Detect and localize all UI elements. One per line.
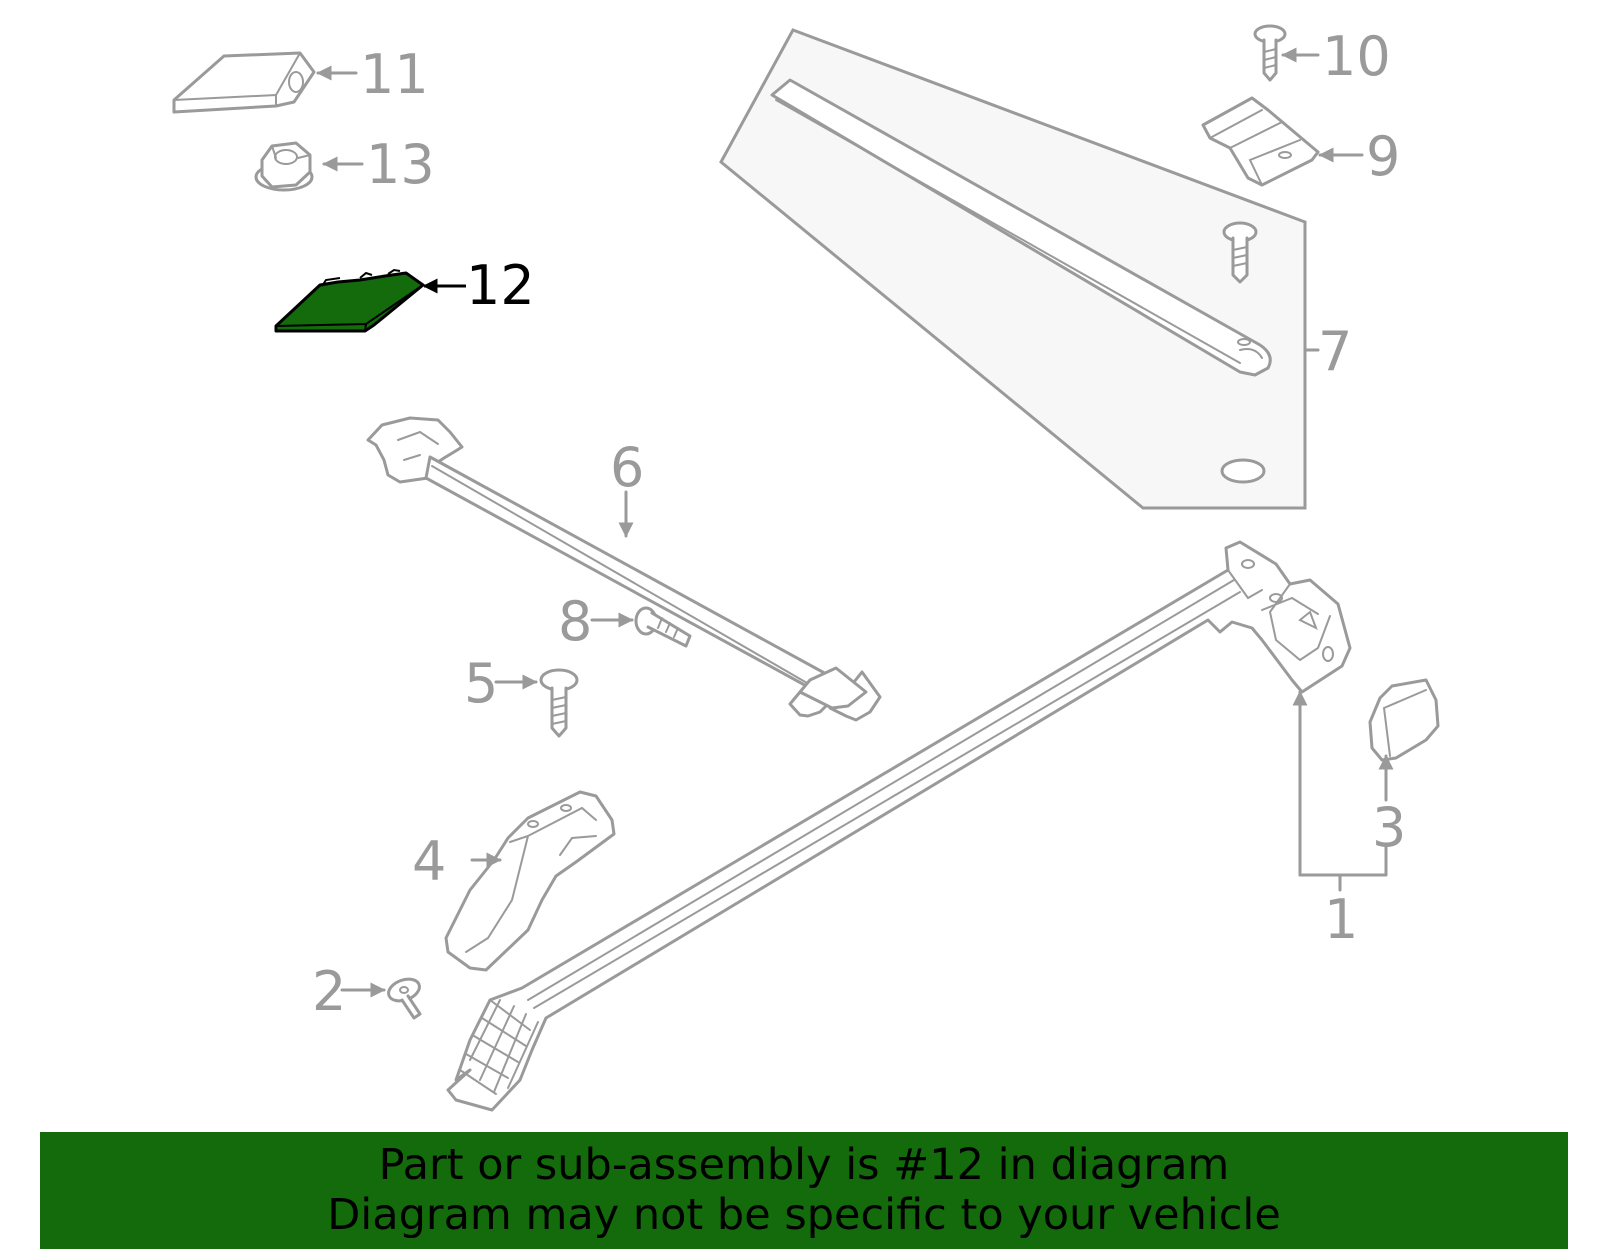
callout-13: 13: [366, 133, 435, 196]
callout-4: 4: [412, 830, 446, 893]
callout-7: 7: [1318, 320, 1352, 383]
callout-6: 6: [610, 436, 644, 499]
part-5-screw: [539, 668, 579, 738]
part-8-bolt: [634, 606, 692, 648]
callout-1: 1: [1324, 888, 1358, 951]
part-6-crossbar: [366, 416, 882, 722]
part-4-endcap: [444, 790, 616, 972]
part-11-pad: [172, 51, 316, 114]
banner-line-1: Part or sub-assembly is #12 in diagram: [378, 1140, 1230, 1190]
part-2-clip: [387, 977, 422, 1020]
callout-5: 5: [464, 652, 498, 715]
parts-diagram: 11 13 12 10 9 7 6 8 5 4 3 2 1: [172, 24, 1440, 1112]
part-10-screw: [1253, 24, 1287, 82]
part-3-endcap: [1368, 678, 1440, 762]
part-12-highlighted: [274, 268, 425, 333]
part-7-panel: [719, 28, 1320, 510]
callout-8: 8: [558, 590, 592, 653]
leader-lines: [316, 47, 1394, 998]
part-13-nut: [254, 141, 314, 192]
part-9-clip: [1201, 96, 1320, 187]
callout-10: 10: [1322, 25, 1391, 88]
callout-2: 2: [312, 960, 346, 1023]
info-banner: Part or sub-assembly is #12 in diagram D…: [40, 1132, 1568, 1249]
callout-12: 12: [466, 254, 535, 317]
part-1-roof-rail: [446, 540, 1352, 1112]
callout-9: 9: [1366, 125, 1400, 188]
banner-line-2: Diagram may not be specific to your vehi…: [327, 1190, 1281, 1240]
callout-3: 3: [1372, 796, 1406, 859]
callout-11: 11: [360, 43, 429, 106]
